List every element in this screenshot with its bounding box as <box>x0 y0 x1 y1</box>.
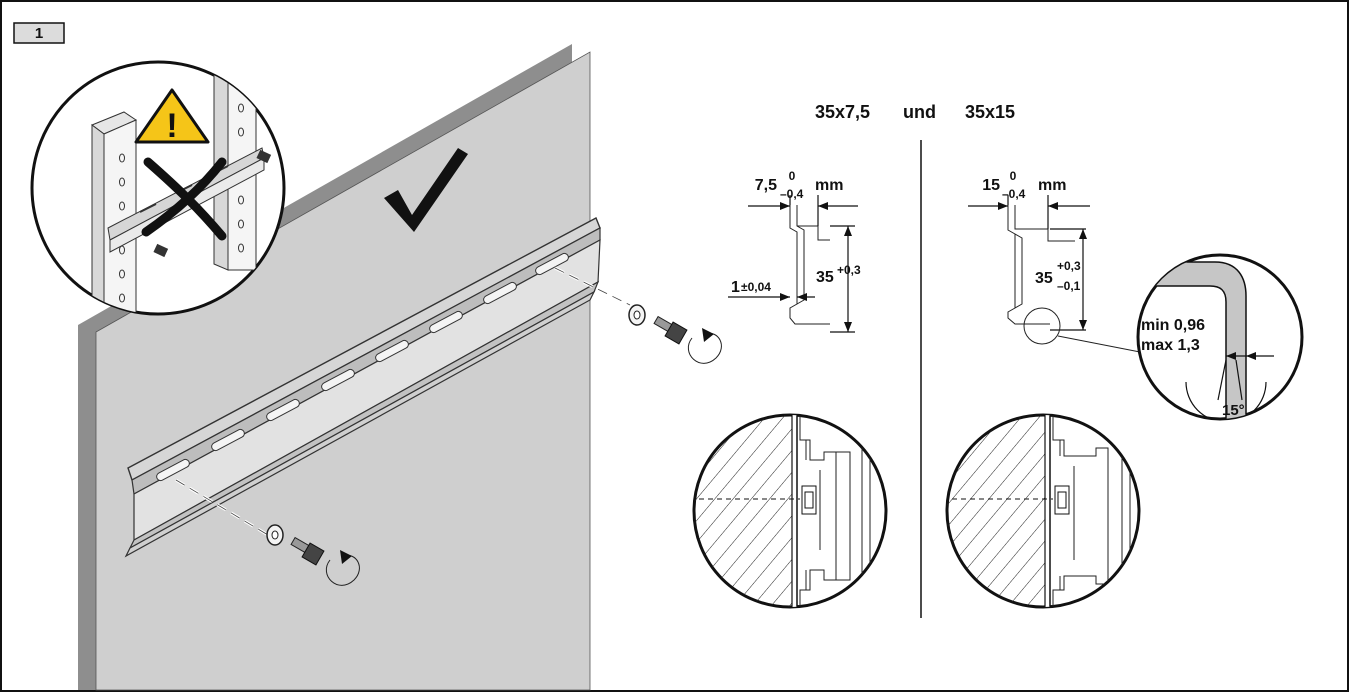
rotate-arrow-icon <box>687 332 722 364</box>
bolt-head-icon <box>301 542 325 566</box>
warning-icon: ! <box>134 88 210 145</box>
min-thickness-label: min 0,96 <box>1141 317 1205 334</box>
height-tol-lower: –0,1 <box>1057 279 1081 293</box>
rotate-arrow-icon <box>325 554 360 586</box>
width-value: 15 <box>982 177 1000 194</box>
heading-right: 35x15 <box>965 102 1015 122</box>
din-rail <box>124 217 601 558</box>
width-tol-lower: –0,4 <box>780 187 804 201</box>
rail-types-heading: 35x7,5 und 35x15 <box>815 102 1015 122</box>
rail-section-detail-left <box>692 413 888 609</box>
profile-35x7-5: 7,5 0 –0,4 mm 35 +0,3 1 ±0,04 <box>728 169 861 333</box>
width-value: 7,5 <box>755 177 777 194</box>
width-tol-upper: 0 <box>789 169 796 183</box>
max-thickness-label: max 1,3 <box>1141 337 1200 354</box>
thickness-value: 1 <box>731 279 740 296</box>
check-mark-icon <box>384 148 468 232</box>
width-unit: mm <box>815 177 843 194</box>
screw-lower <box>175 478 360 586</box>
screw-upper <box>554 266 722 364</box>
step-number: 1 <box>35 25 43 42</box>
bolt-head-icon <box>664 321 688 345</box>
wrong-mounting-inset: ! <box>30 60 286 316</box>
height-tol: +0,3 <box>837 263 861 277</box>
edge-detail-zoom: min 0,96 max 1,3 15° <box>1136 253 1304 421</box>
thickness-tol: ±0,04 <box>741 280 771 294</box>
width-unit: mm <box>1038 177 1066 194</box>
profile-35x15: 15 0 –0,4 mm 35 +0,3 –0,1 <box>968 169 1141 353</box>
step-number-box: 1 <box>13 22 65 44</box>
rail-section-detail-right <box>945 413 1141 609</box>
width-tol-lower: –0,4 <box>1002 187 1026 201</box>
angle-label: 15° <box>1222 402 1245 419</box>
height-tol-upper: +0,3 <box>1057 259 1081 273</box>
height-value: 35 <box>816 269 834 286</box>
heading-left: 35x7,5 <box>815 102 870 122</box>
height-value: 35 <box>1035 270 1053 287</box>
detail-marker-circle <box>1023 307 1061 345</box>
width-tol-upper: 0 <box>1010 169 1017 183</box>
svg-text:!: ! <box>166 107 177 145</box>
heading-joiner: und <box>903 102 936 122</box>
